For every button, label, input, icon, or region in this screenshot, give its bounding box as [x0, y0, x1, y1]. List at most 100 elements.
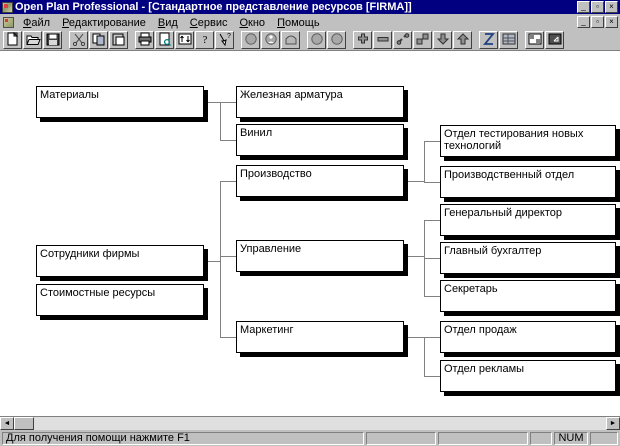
diagram-node-armatura[interactable]: Железная арматура — [236, 86, 404, 118]
link-button[interactable] — [393, 31, 412, 49]
menu-rest: кно — [248, 16, 266, 29]
remove-button[interactable] — [373, 31, 392, 49]
menu-item-help[interactable]: Помощь — [271, 16, 326, 30]
paste-button[interactable] — [109, 31, 128, 49]
diagram-node-label: Отдел продаж — [444, 324, 517, 336]
move-up-button[interactable] — [453, 31, 472, 49]
status-bar: Для получения помощи нажмите F1 NUM — [0, 430, 620, 446]
window-controls: _ ▫ × — [577, 1, 618, 13]
triangle-left-icon: ◄ — [3, 420, 11, 427]
menu-item-file[interactable]: Файл — [17, 16, 56, 30]
new-file-button[interactable] — [3, 31, 22, 49]
print-button[interactable] — [135, 31, 154, 49]
diagram-node-otdel-reklamy[interactable]: Отдел рекламы — [440, 360, 616, 392]
copy-button[interactable] — [89, 31, 108, 49]
menu-rest: едактирование — [68, 16, 146, 29]
scrollbar-track[interactable] — [14, 417, 606, 430]
diagram-node-vinil[interactable]: Винил — [236, 124, 404, 156]
mdi-restore-button[interactable]: ▫ — [591, 16, 604, 28]
menu-item-view[interactable]: Вид — [152, 16, 184, 30]
sort-icon — [177, 32, 193, 49]
menu-mnemonic: Р — [62, 16, 69, 29]
diagram-node-proizv-otdel[interactable]: Производственный отдел — [440, 166, 616, 198]
connector-line — [424, 141, 440, 142]
svg-text:?: ? — [227, 33, 231, 40]
resource-shape-button[interactable] — [281, 31, 300, 49]
diagram-node-label: Маркетинг — [240, 324, 294, 336]
diagram-node-label: Производство — [240, 168, 312, 180]
diagram-node-sekretar[interactable]: Секретарь — [440, 280, 616, 312]
cut-icon — [71, 32, 87, 49]
connector-line — [204, 102, 220, 103]
mdi-document-icon[interactable] — [3, 17, 14, 28]
diagram-node-buhgalter[interactable]: Главный бухгалтер — [440, 242, 616, 274]
resource-filled-button[interactable] — [327, 31, 346, 49]
restore-button[interactable]: ▫ — [591, 1, 604, 13]
diagram-node-materialy[interactable]: Материалы — [36, 86, 204, 118]
scroll-right-button[interactable]: ► — [606, 417, 620, 430]
diagram-node-sotrudniki[interactable]: Сотрудники фирмы — [36, 245, 204, 277]
connector-line — [204, 261, 220, 262]
diagram-node-testirovanie[interactable]: Отдел тестирования новых технологий — [440, 125, 616, 157]
diagram-node-gen-director[interactable]: Генеральный директор — [440, 204, 616, 236]
grid-view-button[interactable] — [499, 31, 518, 49]
diagram-node-label: Стоимостные ресурсы — [40, 287, 156, 299]
move-down-button[interactable] — [433, 31, 452, 49]
connector-line — [220, 102, 236, 103]
context-help-button[interactable]: ? — [215, 31, 234, 49]
level-button[interactable] — [413, 31, 432, 49]
add-icon — [355, 32, 371, 49]
diagram-node-proizvodstvo[interactable]: Производство — [236, 165, 404, 197]
scroll-left-button[interactable]: ◄ — [0, 417, 14, 430]
mdi-minimize-button[interactable]: _ — [577, 16, 590, 28]
title-bar: Open Plan Professional - [Стандартное пр… — [0, 0, 620, 14]
minimize-button[interactable]: _ — [577, 1, 590, 13]
connector-line — [220, 181, 236, 182]
paste-icon — [111, 32, 127, 49]
scrollbar-thumb[interactable] — [14, 417, 34, 430]
zigzag-button[interactable] — [479, 31, 498, 49]
close-button[interactable]: × — [605, 1, 618, 13]
status-message: Для получения помощи нажмите F1 — [2, 431, 364, 445]
mdi-close-button[interactable]: × — [605, 16, 618, 28]
menu-item-tools[interactable]: Сервис — [184, 16, 234, 30]
toolbar: ?? — [0, 30, 620, 51]
resource-person-icon — [263, 32, 279, 49]
connector-line — [424, 296, 440, 297]
diagram-node-upravlenie[interactable]: Управление — [236, 240, 404, 272]
connector-line — [424, 337, 440, 338]
fit-window-button[interactable] — [545, 31, 564, 49]
connector-line — [220, 102, 221, 140]
triangle-right-icon: ► — [609, 420, 617, 427]
menu-mnemonic: П — [277, 16, 285, 29]
help-button[interactable]: ? — [195, 31, 214, 49]
resource-circle-button[interactable] — [241, 31, 260, 49]
sort-button[interactable] — [175, 31, 194, 49]
new-file-icon — [5, 31, 21, 49]
open-folder-button[interactable] — [23, 31, 42, 49]
connector-line — [424, 337, 425, 376]
menu-item-window[interactable]: Окно — [233, 16, 271, 30]
save-button[interactable] — [43, 31, 62, 49]
app-icon — [2, 1, 13, 13]
cut-button[interactable] — [69, 31, 88, 49]
diagram-node-otdel-prodaz[interactable]: Отдел продаж — [440, 321, 616, 353]
mdi-close-icon: × — [609, 17, 614, 26]
diagram-node-label: Производственный отдел — [444, 169, 575, 181]
status-num-indicator: NUM — [554, 431, 588, 445]
layout-button[interactable] — [525, 31, 544, 49]
diagram-node-marketing[interactable]: Маркетинг — [236, 321, 404, 353]
add-button[interactable] — [353, 31, 372, 49]
window-title: Open Plan Professional - [Стандартное пр… — [15, 0, 412, 13]
print-preview-button[interactable] — [155, 31, 174, 49]
mdi-minimize-icon: _ — [581, 17, 586, 26]
diagram-node-stoimostnye[interactable]: Стоимостные ресурсы — [36, 284, 204, 316]
connector-line — [404, 256, 424, 257]
connector-line — [404, 181, 424, 182]
resource-person-button[interactable] — [261, 31, 280, 49]
print-icon — [137, 32, 153, 49]
horizontal-scrollbar[interactable]: ◄ ► — [0, 416, 620, 430]
resource-plain-button[interactable] — [307, 31, 326, 49]
menu-item-edit[interactable]: Редактирование — [56, 16, 152, 30]
